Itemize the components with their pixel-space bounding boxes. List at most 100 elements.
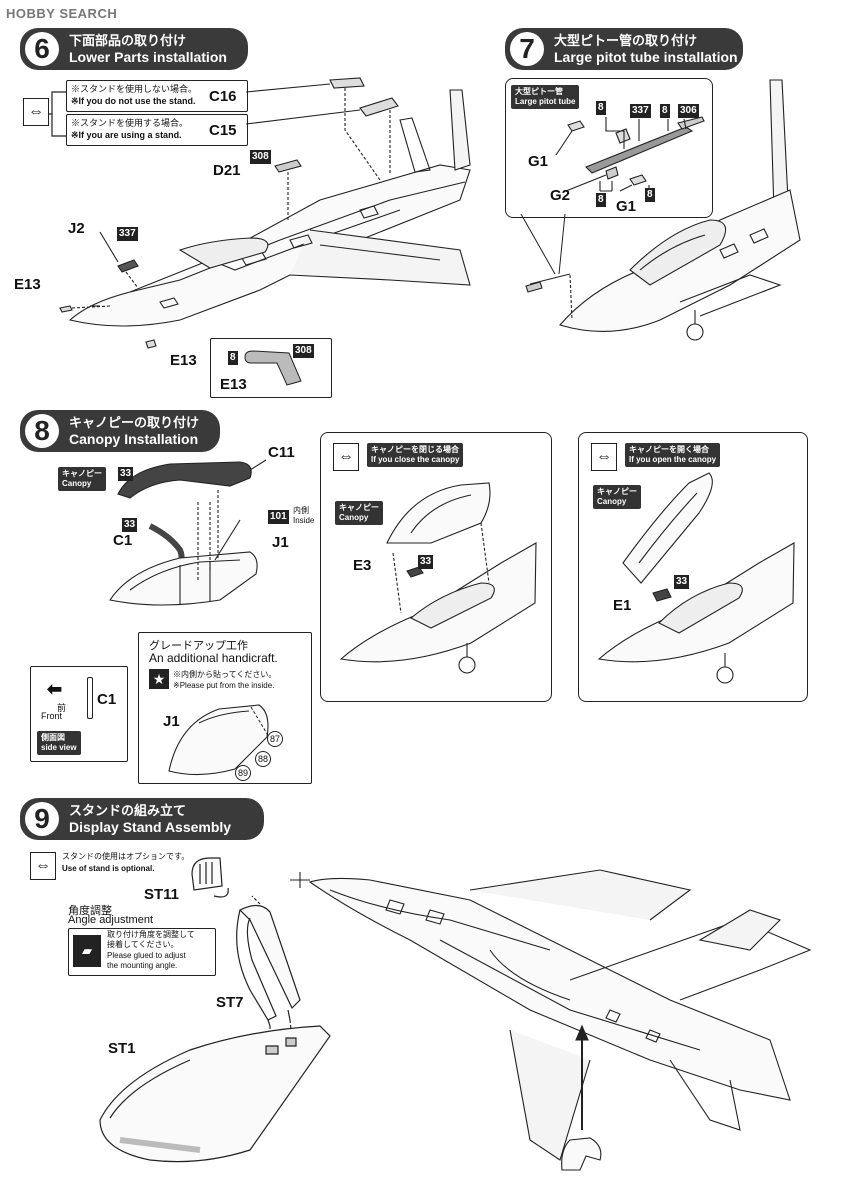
- open-part-e1: E1: [613, 597, 632, 614]
- grade-up-box: グレードアップ工作 An additional handicraft. ★ ※内…: [138, 632, 312, 784]
- side-tag-jp: 側面図: [41, 733, 65, 742]
- grade-canopy-drawing: [168, 704, 270, 776]
- stand-drawing: [99, 857, 331, 1163]
- close-jp: キャノピーを閉じる場合: [371, 445, 459, 454]
- open-canopy-frame: ⇔ キャノピーを開く場合 If you open the canopy キャノピ…: [578, 432, 808, 702]
- open-canopy-drawing: [597, 472, 795, 684]
- step6-note1-box: ※スタンドを使用しない場合。 ※If you do not use the st…: [66, 80, 248, 112]
- pitot-tag: 大型ピトー管 Large pitot tube: [511, 85, 580, 109]
- color-33b: 33: [122, 518, 138, 532]
- close-canopy-frame: ⇔ キャノピーを閉じる場合 If you close the canopy キャ…: [320, 432, 552, 702]
- part-j1: J1: [272, 534, 289, 551]
- glue-jp1: 取り付け角度を調整して: [107, 930, 195, 939]
- close-color-33: 33: [418, 555, 434, 569]
- grade-part-j1: J1: [163, 713, 180, 730]
- color-308b: 308: [293, 344, 314, 358]
- watermark-logo: HOBBY SEARCH: [6, 6, 117, 21]
- part-st11: ST11: [144, 886, 180, 903]
- angle-en: Angle adjustment: [68, 914, 153, 926]
- part-c11: C11: [268, 444, 295, 461]
- grade-note-en: ※Please put from the inside.: [173, 681, 275, 690]
- note2-jp: ※スタンドを使用する場合。: [71, 118, 189, 128]
- part-st7: ST7: [216, 994, 244, 1011]
- pitot-assembly-drawing: [555, 116, 705, 192]
- color-8b: 8: [660, 104, 670, 118]
- close-canopy-part-tag: キャノピー Canopy: [335, 501, 383, 525]
- choice-arrows-icon: ⇔: [23, 98, 49, 126]
- decal-87: 87: [267, 731, 283, 747]
- note1-part: C16: [209, 88, 237, 105]
- inside-jp: 内側: [293, 506, 309, 515]
- step7-number: 7: [510, 32, 544, 66]
- step8-number: 8: [25, 414, 59, 448]
- color-8d: 8: [645, 188, 655, 202]
- side-view-box: ⬅ 前 Front C1 側面図 side view: [30, 666, 128, 762]
- step7-title-en: Large pitot tube installation: [554, 49, 738, 65]
- part-e13b: E13: [170, 352, 197, 369]
- choice-arrows-icon-open: ⇔: [591, 443, 617, 471]
- arrow-left-icon: ⬅: [47, 679, 63, 699]
- open-canopy-part-tag: キャノピー Canopy: [593, 485, 641, 509]
- step6-title-jp: 下面部品の取り付け: [69, 33, 187, 48]
- close-part-e3: E3: [353, 557, 372, 574]
- note1-en: ※If you do not use the stand.: [71, 96, 196, 106]
- step6-number: 6: [25, 32, 59, 66]
- choice-bracket: [48, 91, 66, 137]
- canopy-tag-jp: キャノピー: [62, 469, 102, 478]
- pitot-tag-en: Large pitot tube: [515, 97, 576, 106]
- step6-title-en: Lower Parts installation: [69, 49, 227, 65]
- step6-note2-box: ※スタンドを使用する場合。 ※If you are using a stand.…: [66, 114, 248, 146]
- part-c1: C1: [113, 532, 133, 549]
- decal-88: 88: [255, 751, 271, 767]
- close-canopy-drawing: [339, 482, 537, 674]
- watermark-text: HOBBY SEARCH: [6, 6, 118, 21]
- color-8c: 8: [596, 193, 606, 207]
- note1-jp: ※スタンドを使用しない場合。: [71, 84, 198, 94]
- glue-en1: Please glued to adjust: [107, 951, 186, 960]
- close-canopy-jp: キャノピー: [339, 503, 379, 512]
- part-g2: G2: [550, 187, 571, 204]
- part-e13c: E13: [220, 376, 247, 393]
- side-c1-shape: [87, 677, 93, 719]
- canopy-tag: キャノピー Canopy: [58, 467, 106, 491]
- open-jp: キャノピーを開く場合: [629, 445, 709, 454]
- stand-optional-jp: スタンドの使用はオプションです。: [62, 852, 190, 861]
- decal-89: 89: [235, 765, 251, 781]
- color-308a: 308: [250, 150, 271, 164]
- part-j2: J2: [68, 220, 85, 237]
- note2-en: ※If you are using a stand.: [71, 130, 182, 140]
- part-st1: ST1: [108, 1040, 136, 1057]
- step6-aircraft-drawing: [59, 77, 471, 349]
- color-337-s7: 337: [630, 104, 651, 118]
- star-icon: ★: [149, 669, 169, 689]
- angle-jp: 角度調整: [68, 905, 112, 917]
- color-101: 101: [268, 510, 289, 524]
- side-view-tag: 側面図 side view: [37, 731, 81, 755]
- color-306: 306: [678, 104, 699, 118]
- side-tag-en: side view: [41, 743, 77, 752]
- canopy-tag-en: Canopy: [62, 479, 92, 488]
- step9-header: 9 スタンドの組み立て Display Stand Assembly: [20, 798, 264, 840]
- open-canopy-tag: キャノピーを開く場合 If you open the canopy: [625, 443, 721, 467]
- step6-header: 6 下面部品の取り付け Lower Parts installation: [20, 28, 248, 70]
- note2-part: C15: [209, 122, 237, 139]
- glue-jp2: 接着してください。: [107, 940, 179, 949]
- choice-arrows-icon-close: ⇔: [333, 443, 359, 471]
- step7-header: 7 大型ピトー管の取り付け Large pitot tube installat…: [505, 28, 743, 70]
- grade-note-jp: ※内側から貼ってください。: [173, 670, 277, 679]
- open-color-33: 33: [674, 575, 690, 589]
- step7-inset-pointer: [520, 213, 566, 275]
- front-en: Front: [41, 711, 63, 721]
- step7-title-jp: 大型ピトー管の取り付け: [554, 33, 698, 48]
- glue-icon: ▰: [73, 935, 101, 967]
- close-en: If you close the canopy: [371, 455, 460, 464]
- color-8a: 8: [596, 101, 606, 115]
- step8-title-en: Canopy Installation: [69, 431, 199, 447]
- grade-title-en: An additional handicraft.: [149, 651, 278, 665]
- open-canopy-jp: キャノピー: [597, 487, 637, 496]
- close-canopy-tag: キャノピーを閉じる場合 If you close the canopy: [367, 443, 464, 467]
- choice-arrows-icon-stand: ⇔: [30, 852, 56, 880]
- step9-aircraft-drawing: [290, 869, 812, 1171]
- step8-title-jp: キャノピーの取り付け: [69, 415, 200, 430]
- glue-note-box: ▰ 取り付け角度を調整して 接着してください。 Please glued to …: [68, 928, 216, 976]
